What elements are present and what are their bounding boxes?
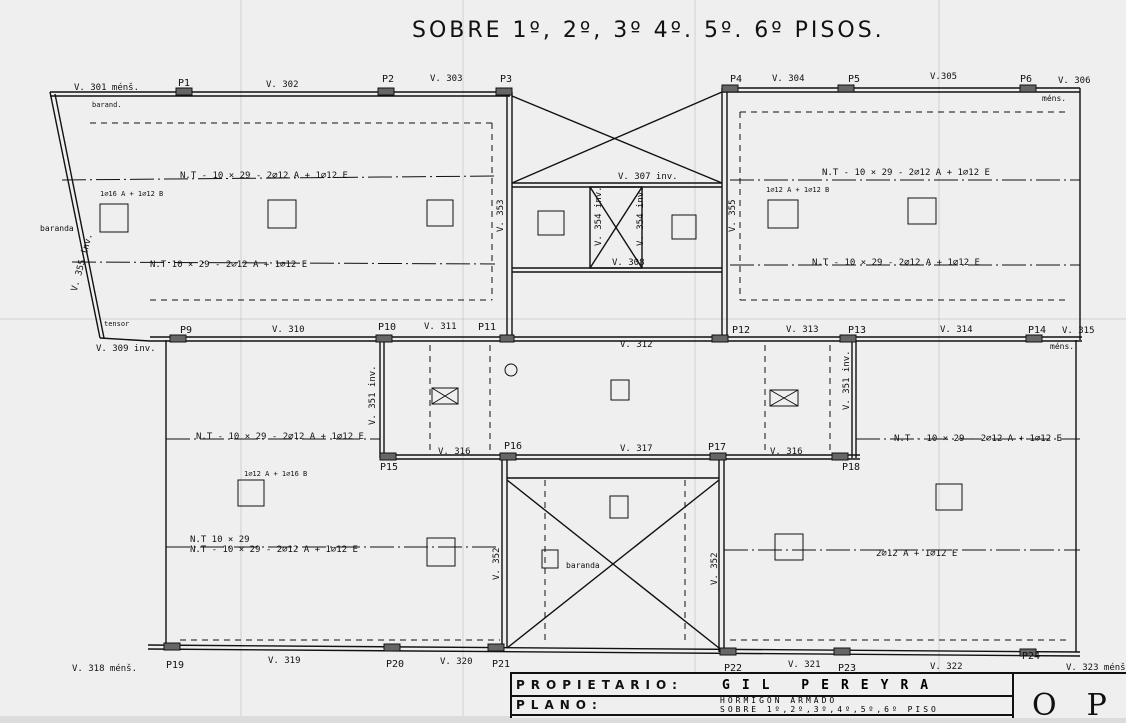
pillar-label-p23: P23 [838, 663, 857, 674]
beam-label-v320: V. 320 [440, 657, 473, 667]
pillar-label-p13: P13 [848, 325, 867, 336]
pillar-label-p20: P20 [386, 659, 405, 670]
title-block-divider [1012, 674, 1014, 718]
beam-label-v317: V. 317 [620, 444, 653, 454]
paper-fold [938, 0, 940, 716]
beam-label-v308: V. 308 [612, 258, 645, 268]
pillar-shapes [163, 84, 1043, 657]
menos-label: méns. [1050, 342, 1075, 351]
paper-fold [0, 318, 1126, 320]
drawing-title: SOBRE 1º, 2º, 3º 4º. 5º. 6º PISOS. [412, 18, 885, 43]
pillar-label-p24: P24 [1022, 651, 1041, 662]
pillar-label-p12: P12 [732, 325, 751, 336]
pillar-label-p17: P17 [708, 442, 727, 453]
slab-outlines [90, 111, 1070, 641]
beam-label-v353: V. 353 [496, 199, 506, 232]
beam-label-v311: V. 311 [424, 322, 457, 332]
beam-label-v355a: V. 355 [728, 199, 738, 232]
beam-lines [49, 87, 1082, 657]
beam-label-v302: V. 302 [266, 80, 299, 90]
beam-label-v321: V. 321 [788, 660, 821, 670]
pillar-label-p4: P4 [730, 74, 743, 85]
slab-note: N.T - 10 × 29 - 2⌀12 A + 1⌀12 E [822, 168, 990, 178]
pillar-label-p18: P18 [842, 462, 861, 473]
pillar-label-p3: P3 [500, 74, 513, 85]
beam-label-v312: V. 312 [620, 340, 653, 350]
beam-label-v354b: V. 354 inv. [636, 186, 646, 246]
slab-note: N.T 10 × 29 - 2⌀12 A + 1⌀12 E [150, 260, 308, 270]
beam-label-v316a: V. 316 [438, 447, 471, 457]
baranda-label: barand. [92, 101, 122, 109]
beam-label-v323: V. 323 ménš. [1066, 663, 1126, 673]
beam-label-v315: V. 315 [1062, 326, 1095, 336]
baranda-label: baranda [566, 561, 600, 570]
beam-label-v301: V. 301 ménš. [74, 83, 140, 93]
beam-label-v351a: V. 351 inv. [368, 365, 378, 425]
column-detail-boxes [431, 363, 799, 407]
beam-label-v313: V. 313 [786, 325, 819, 335]
plan-line-1: HORMIGON ARMADO [720, 696, 838, 705]
slab-note: 2⌀12 A + 1⌀12 E [876, 549, 958, 559]
beam-label-v305: V.305 [930, 72, 958, 82]
beam-label-v352b: V. 352 [710, 552, 720, 585]
baranda-label: baranda [40, 224, 74, 233]
menos-label: méns. [1042, 94, 1067, 103]
slab-direction-lines [61, 175, 1080, 551]
beam-label-v322: V. 322 [930, 662, 963, 672]
beam-label-v303: V. 303 [430, 74, 463, 84]
section-boxes [99, 197, 963, 569]
beam-label-v319: V. 319 [268, 656, 301, 666]
pillar-label-p19: P19 [166, 660, 185, 671]
paper-fold [694, 0, 696, 716]
owner-label: PROPIETARIO: [516, 678, 683, 692]
slab-note: N.T - 10 × 29 - 2⌀12 A + 1⌀12 E [894, 434, 1062, 444]
beam-label-v352a: V. 352 [492, 547, 502, 580]
pillar-label-p5: P5 [848, 74, 861, 85]
plan-label: PLANO: [516, 698, 603, 712]
beam-label-v351b: V. 351 inv. [842, 350, 852, 410]
rebar-note: 1⌀12 A + 1⌀12 B [766, 186, 830, 194]
beam-label-v306: V. 306 [1058, 76, 1091, 86]
sheet-code: OP [1032, 688, 1107, 723]
owner-name: GIL PEREYRA [722, 678, 941, 693]
beam-label-v307: V. 307 inv. [618, 172, 678, 182]
pillar-label-p22: P22 [724, 663, 743, 674]
pillar-label-p11: P11 [478, 322, 497, 333]
slab-note: N.T - 10 × 29 - 2⌀12 A + 1⌀12 E [196, 432, 364, 442]
pillar-label-p1: P1 [178, 78, 191, 89]
pillar-label-p2: P2 [382, 74, 395, 85]
beam-label-v314: V. 314 [940, 325, 973, 335]
title-block: PROPIETARIO: GIL PEREYRA PLANO: HORMIGON… [510, 672, 1126, 723]
pillar-label-p16: P16 [504, 441, 523, 452]
title-block-divider [512, 714, 1012, 716]
plan-line-2: SOBRE 1º,2º,3º,4º,5º,6º PISO [720, 705, 939, 714]
beam-label-v318: V. 318 ménš. [72, 664, 138, 674]
tensor-label: tensor [104, 320, 130, 328]
slab-note: N.T - 10 × 29 - 2⌀12 A + 1⌀12 E [812, 258, 980, 268]
beam-label-v304: V. 304 [772, 74, 805, 84]
beam-label-v354: V. 354 inv. [594, 186, 604, 246]
pillar-label-p6: P6 [1020, 74, 1033, 85]
pillar-label-p14: P14 [1028, 325, 1047, 336]
beam-label-v310: V. 310 [272, 325, 305, 335]
beam-label-v316b: V. 316 [770, 447, 803, 457]
slab-note: N.T - 10 × 29 - 2⌀12 A + 1⌀12 E [180, 171, 348, 181]
pillar-label-p10: P10 [378, 322, 397, 333]
slab-note: N.T - 10 × 29 - 2⌀12 A + 1⌀12 E [190, 545, 358, 555]
rebar-note: 1⌀12 A + 1⌀16 B [244, 470, 308, 478]
paper-fold [240, 0, 242, 716]
beam-label-v309: V. 309 inv. [96, 344, 156, 354]
slab-note: N.T 10 × 29 [190, 535, 250, 545]
pillar-label-p15: P15 [380, 462, 399, 473]
title-block-divider [512, 695, 1012, 697]
pillar-label-p21: P21 [492, 659, 511, 670]
paper-fold [462, 0, 464, 716]
rebar-note: 1⌀16 A + 1⌀12 B [100, 190, 164, 198]
pillar-label-p9: P9 [180, 325, 193, 336]
